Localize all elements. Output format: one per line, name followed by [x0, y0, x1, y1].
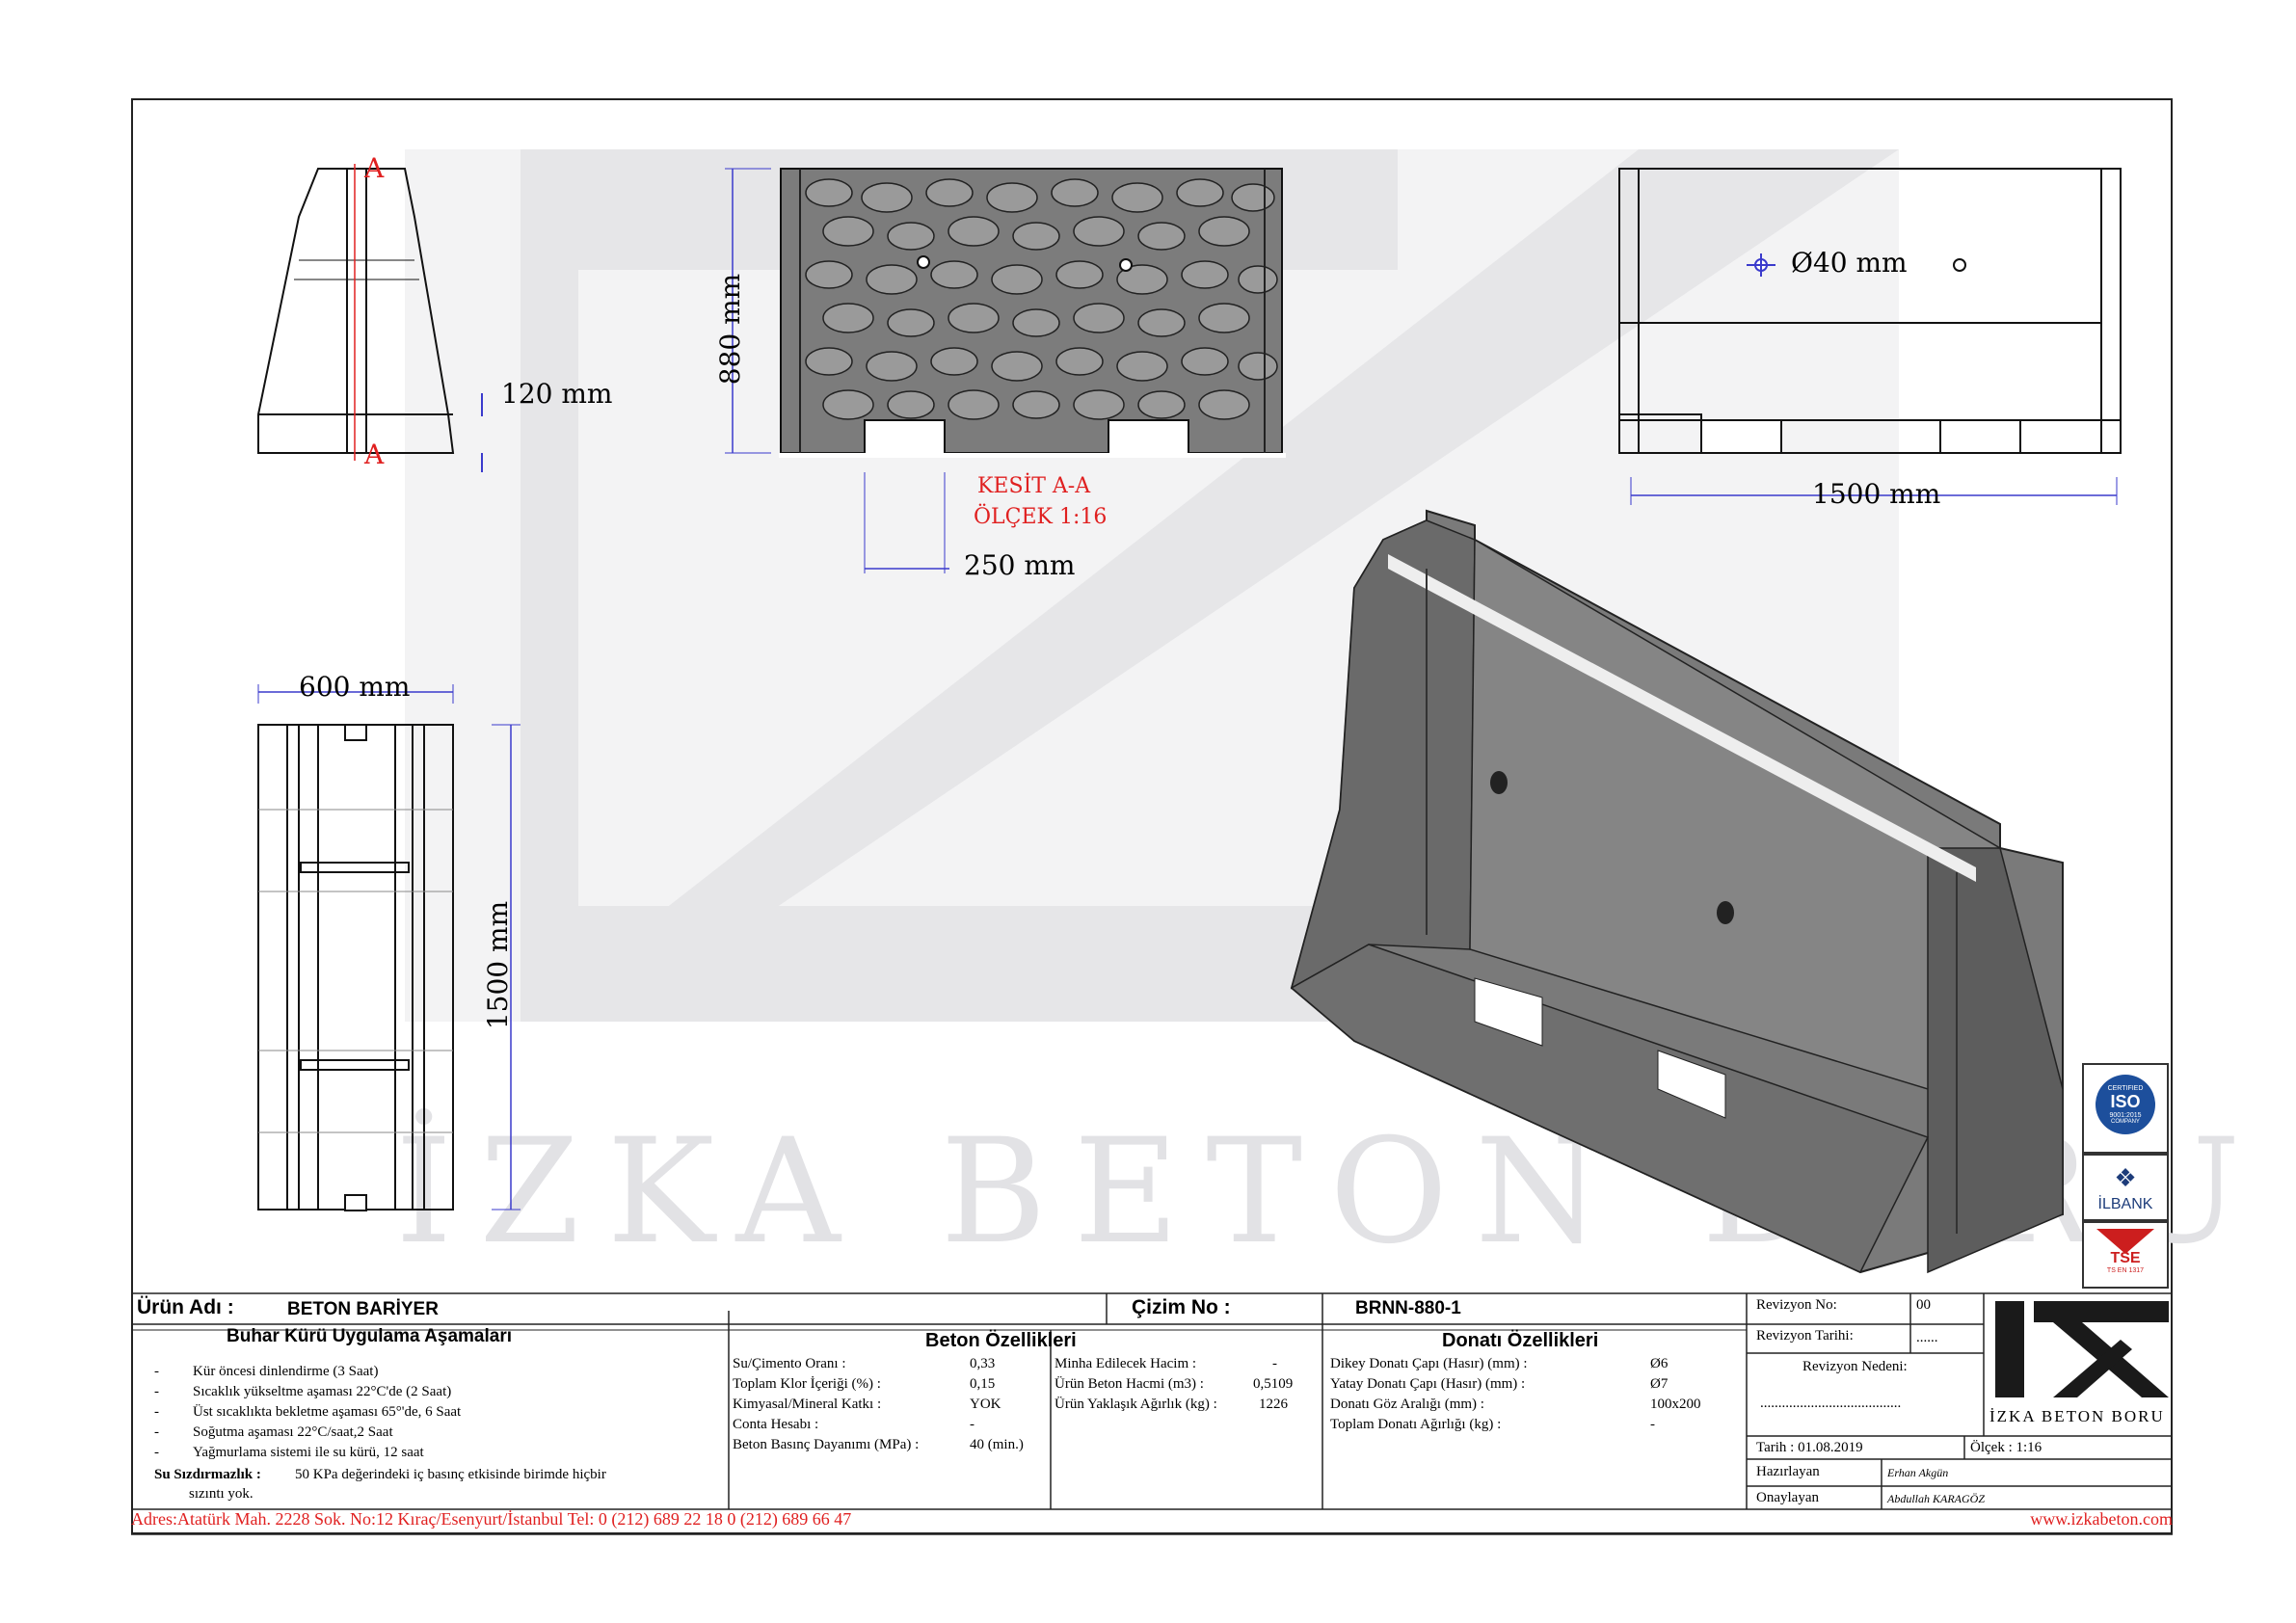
rebar-label: Donatı Göz Aralığı (mm) :	[1330, 1397, 1484, 1412]
izka-logo	[1988, 1296, 2171, 1402]
front-elevation-view	[1618, 168, 2122, 505]
revision-no: 00	[1916, 1297, 1931, 1313]
dimension-250: 250 mm	[964, 549, 1076, 581]
concrete-label: Kimyasal/Mineral Katkı :	[733, 1397, 882, 1412]
rebar-value: 100x200	[1650, 1397, 1701, 1412]
revision-no-label: Revizyon No:	[1756, 1297, 1837, 1313]
ilbank-icon: ❖	[2114, 1164, 2137, 1193]
approved-label: Onaylayan	[1756, 1490, 1819, 1505]
rebar-label: Yatay Donatı Çapı (Hasır) (mm) :	[1330, 1376, 1526, 1392]
revision-date-label: Revizyon Tarihi:	[1756, 1328, 1854, 1344]
steam-curing-steps: Kür öncesi dinlendirme (3 Saat) Sıcaklık…	[154, 1362, 461, 1463]
concrete-value: 0,15	[970, 1376, 996, 1392]
concrete-value: -	[970, 1417, 974, 1432]
rebar-value: -	[1650, 1417, 1655, 1432]
rebar-value: Ø6	[1650, 1356, 1669, 1371]
drawing-frame	[131, 98, 2173, 1534]
drawing-no: BRNN-880-1	[1355, 1298, 1461, 1318]
concrete-label: Beton Basınç Dayanımı (MPa) :	[733, 1437, 920, 1452]
rebar-heading: Donatı Özellikleri	[1442, 1330, 1599, 1351]
prepared-label: Hazırlayan	[1756, 1464, 1820, 1479]
concrete-value: 40 (min.)	[970, 1437, 1024, 1452]
steam-curing-heading: Buhar Kürü Uygulama Aşamaları	[227, 1326, 512, 1346]
tse-label: TSE	[2110, 1250, 2141, 1266]
curing-step: Kür öncesi dinlendirme (3 Saat)	[154, 1362, 461, 1382]
curing-step: Üst sıcaklıkta bekletme aşaması 65°'de, …	[154, 1402, 461, 1423]
prepared-signature: Erhan Akgün	[1887, 1466, 1949, 1479]
curing-step: Soğutma aşaması 22°C/saat,2 Saat	[154, 1423, 461, 1443]
volume-label: Ürün Yaklaşık Ağırlık (kg) :	[1055, 1397, 1217, 1412]
isometric-render	[1290, 509, 2064, 1274]
rebar-label: Toplam Donatı Ağırlığı (kg) :	[1330, 1417, 1502, 1432]
curing-step: Sıcaklık yükseltme aşaması 22°C'de (2 Sa…	[154, 1382, 461, 1402]
concrete-value: 0,33	[970, 1356, 996, 1371]
revision-date: ......	[1916, 1330, 1938, 1345]
waterproof-label: Su Sızdırmazlık :	[154, 1467, 261, 1482]
dimension-600: 600 mm	[299, 671, 411, 703]
concrete-heading: Beton Özellikleri	[925, 1330, 1077, 1351]
product-label: Ürün Adı :	[137, 1296, 234, 1318]
volume-label: Ürün Beton Hacmi (m3) :	[1055, 1376, 1204, 1392]
section-view	[725, 168, 1286, 573]
drawing-date: Tarih : 01.08.2019	[1756, 1440, 1863, 1455]
volume-value: 0,5109	[1253, 1376, 1294, 1392]
section-marker-bottom: A	[364, 439, 385, 470]
side-profile-view	[257, 164, 483, 472]
section-title: KESİT A-A	[977, 474, 1091, 498]
company-address: Adres:Atatürk Mah. 2228 Sok. No:12 Kıraç…	[131, 1509, 852, 1529]
drawing-no-label: Çizim No :	[1132, 1296, 1231, 1318]
volume-value: -	[1272, 1356, 1277, 1371]
ilbank-label: İLBANK	[2097, 1196, 2153, 1212]
revision-reason-label: Revizyon Nedeni:	[1802, 1359, 1908, 1374]
dimension-120: 120 mm	[501, 378, 613, 410]
iso-badge: CERTIFIED ISO 9001:2015 COMPANY	[2082, 1063, 2169, 1154]
logo-caption: İZKA BETON BORU	[1989, 1407, 2165, 1425]
waterproof-text: 50 KPa değerindeki iç basınç etkisinde b…	[295, 1467, 606, 1482]
dimension-1500-top: 1500 mm	[1812, 478, 1941, 510]
hole-diameter-label: Ø40 mm	[1791, 247, 1908, 279]
iso-top-text: CERTIFIED	[2107, 1084, 2144, 1092]
concrete-value: YOK	[970, 1397, 1001, 1412]
iso-bottom-text: COMPANY	[2111, 1118, 2140, 1125]
product-name: BETON BARİYER	[287, 1299, 439, 1319]
volume-label: Minha Edilecek Hacim :	[1055, 1356, 1197, 1371]
concrete-label: Conta Hesabı :	[733, 1417, 819, 1432]
curing-step: Yağmurlama sistemi ile su kürü, 12 saat	[154, 1443, 461, 1463]
volume-value: 1226	[1259, 1397, 1288, 1412]
rebar-label: Dikey Donatı Çapı (Hasır) (mm) :	[1330, 1356, 1528, 1371]
company-website[interactable]: www.izkabeton.com	[2030, 1509, 2173, 1529]
drawing-scale: Ölçek : 1:16	[1970, 1440, 2042, 1455]
approved-signature: Abdullah KARAGÖZ	[1887, 1492, 1985, 1505]
plan-view	[257, 684, 521, 1211]
iso-label: ISO	[2110, 1091, 2141, 1111]
ilbank-badge: ❖ İLBANK	[2082, 1154, 2169, 1221]
tse-sub: TS EN 1317	[2106, 1267, 2145, 1274]
rebar-value: Ø7	[1650, 1376, 1669, 1392]
revision-reason: .......................................	[1760, 1396, 1902, 1411]
section-scale: ÖLÇEK 1:16	[974, 505, 1108, 529]
section-marker-top: A	[364, 152, 385, 184]
waterproof-text-2: sızıntı yok.	[189, 1486, 254, 1502]
iso-sub: 9001:2015	[2109, 1111, 2142, 1119]
tse-badge: TSE TS EN 1317	[2082, 1221, 2169, 1289]
concrete-label: Su/Çimento Oranı :	[733, 1356, 846, 1371]
concrete-label: Toplam Klor İçeriği (%) :	[733, 1376, 881, 1392]
